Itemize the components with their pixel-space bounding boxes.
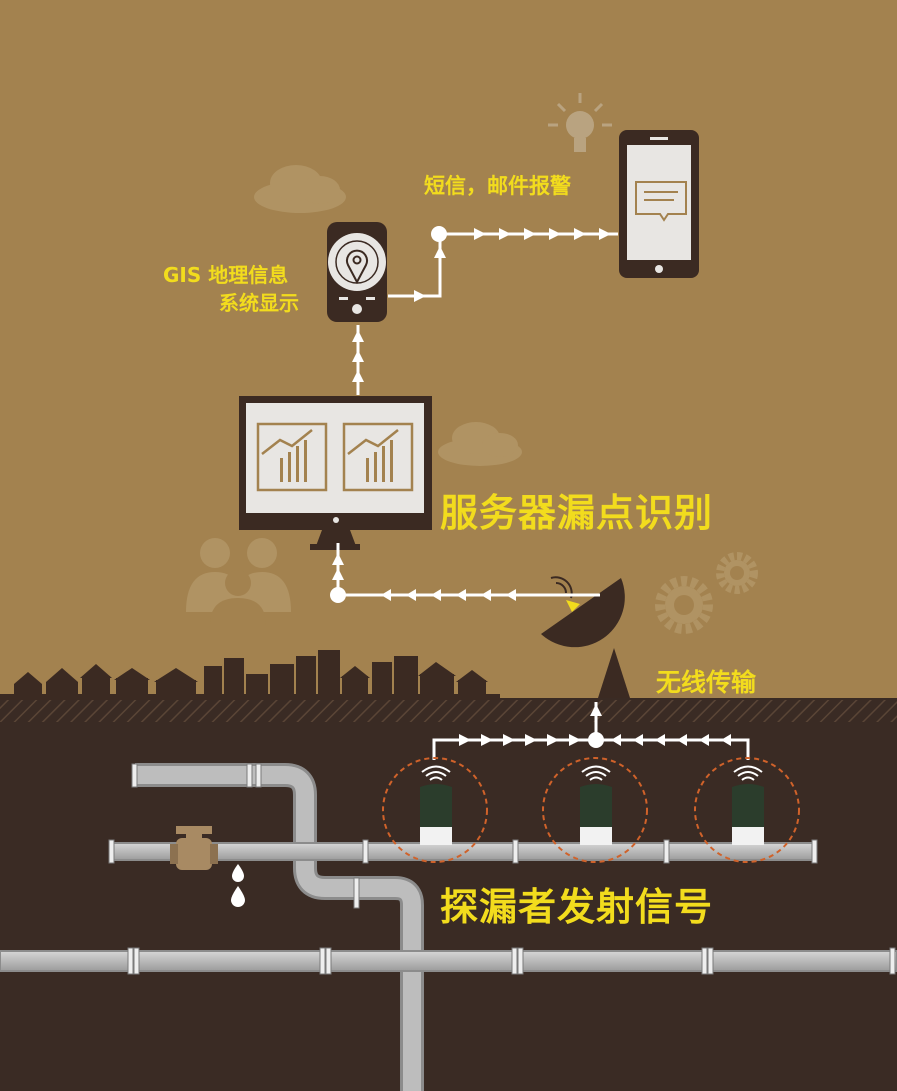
chart-icon [256,422,414,492]
leak-detector-2 [542,757,648,863]
gis-device [327,222,387,322]
sky-background [0,0,897,700]
gis-label-line1: GIS 地理信息 [163,263,289,287]
lightbulb-icon [548,93,612,152]
sms-email-alarm-label: 短信，邮件报警 [424,174,571,198]
flow-arrows [332,228,731,746]
phone-device [619,130,699,278]
wireless-transmission-label: 无线传输 [656,668,757,697]
gis-label-line2: 系统显示 [219,291,299,315]
satellite-dish-icon [541,576,630,698]
people-icon [186,538,291,625]
server-leak-detection-label: 服务器漏点识别 [440,491,714,535]
leak-detector-3 [694,757,800,863]
wifi-signal-icon [733,765,763,781]
ground-hatch [0,700,897,722]
wifi-signal-icon [581,765,611,781]
map-pin-icon [346,249,368,285]
server-monitor [239,396,432,550]
city-skyline [0,650,500,700]
gear-icon [655,552,758,634]
cloud-icon [438,422,522,466]
chat-message-icon [635,181,687,222]
detector-signal-label: 探漏者发射信号 [440,885,714,929]
water-drop-icon [231,864,245,907]
wifi-signal-icon [421,765,451,781]
pipe-network [0,763,897,1091]
valve-icon [170,826,218,870]
cloud-icon [254,165,346,213]
connector-nodes [330,226,604,748]
leak-detector-1 [382,757,488,863]
